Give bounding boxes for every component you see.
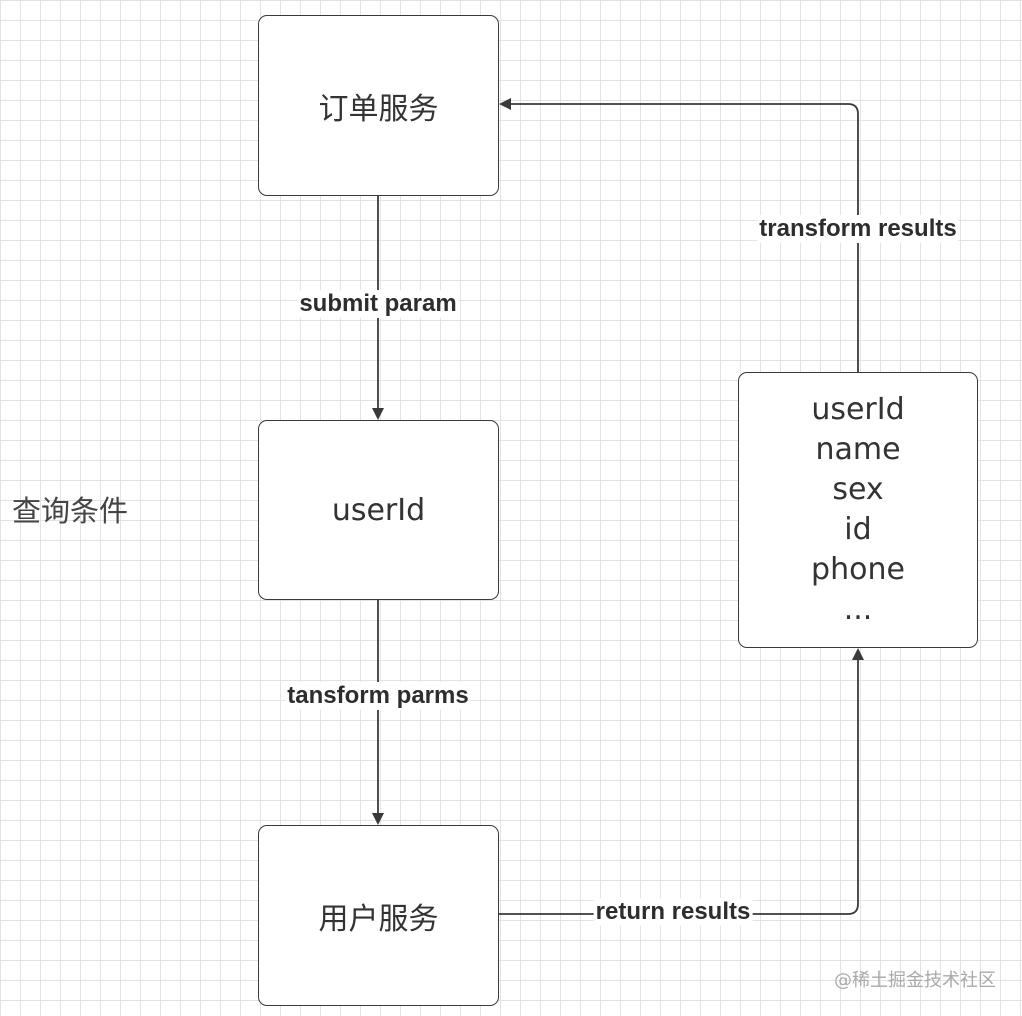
result-field: userId (811, 392, 905, 427)
result-fields-box: userId name sex id phone ... (738, 372, 978, 648)
result-field: name (815, 432, 901, 467)
userid-param-label: userId (331, 492, 426, 528)
edge-label-transform-results: transform results (757, 215, 959, 243)
arrow-transform-results (499, 98, 859, 372)
user-service-box: 用户服务 (258, 825, 499, 1006)
order-service-box: 订单服务 (258, 15, 499, 196)
result-field: phone (811, 552, 905, 587)
side-note-query-conditions: 查询条件 (12, 494, 129, 528)
result-field: sex (832, 472, 884, 507)
result-field: id (844, 512, 872, 547)
edge-label-return: return results (593, 898, 753, 926)
userid-param-box: userId (258, 420, 499, 600)
order-service-label: 订单服务 (318, 91, 439, 127)
result-fields-list: userId name sex id phone ... (811, 390, 905, 630)
watermark: @稀土掘金技术社区 (834, 970, 996, 991)
arrow-return-results (499, 648, 864, 915)
edge-label-submit: submit param (297, 290, 459, 318)
user-service-label: 用户服务 (318, 901, 439, 937)
result-field: ... (843, 592, 873, 627)
edge-label-transform-params: tansform parms (285, 682, 471, 710)
